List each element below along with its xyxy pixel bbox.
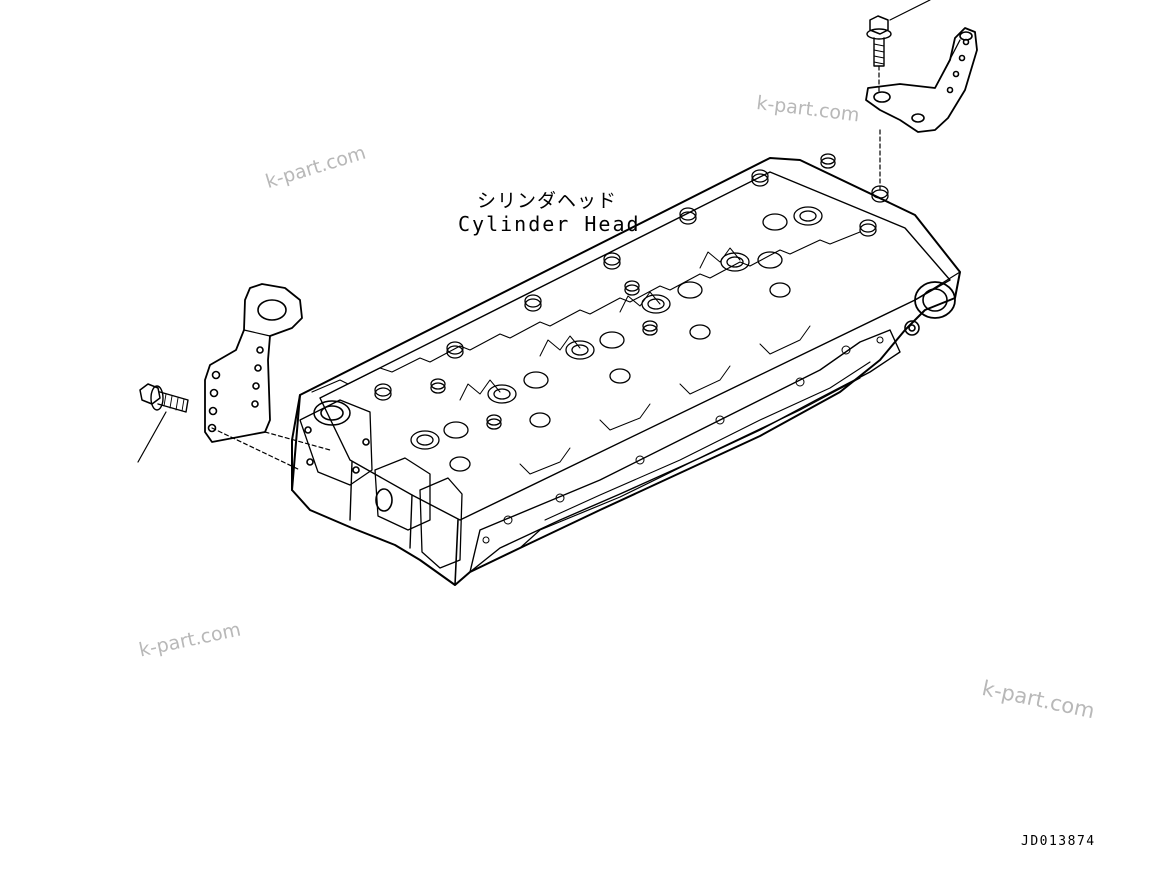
lifting-bracket-illustration — [865, 27, 978, 133]
cylinder-head-illustration — [291, 153, 961, 586]
part-label-english: Cylinder Head — [458, 212, 641, 236]
part-label-japanese: シリンダヘッド — [477, 190, 618, 212]
lifting-bracket-illustration — [204, 283, 303, 443]
diagram-reference-code: JD013874 — [1021, 834, 1096, 849]
leader-lines — [137, 0, 931, 471]
